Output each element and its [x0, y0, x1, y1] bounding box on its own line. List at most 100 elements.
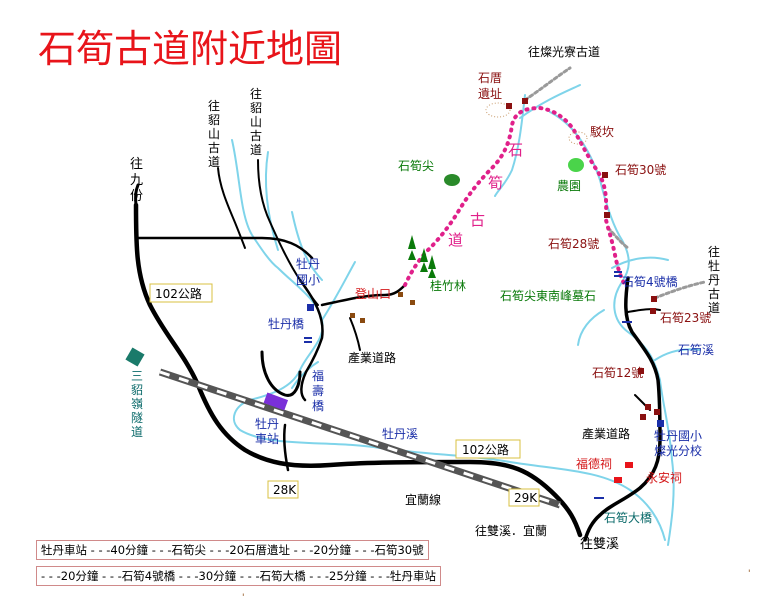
svg-text:古: 古: [208, 140, 220, 155]
road-28k-spur: [282, 423, 290, 472]
river-tributary-1: [264, 151, 279, 251]
svg-text:道: 道: [131, 425, 143, 439]
label-shisun23: 石筍23號: [660, 310, 711, 325]
svg-text:往: 往: [708, 244, 720, 259]
mudan-station-icon: [263, 392, 289, 411]
label-station-2: 車站: [255, 432, 279, 446]
trail-char-4: 道: [448, 231, 463, 249]
river-shisun-tributary-3: [577, 309, 605, 346]
label-branch-school-2: 燦光分校: [654, 443, 702, 458]
svg-text:份: 份: [130, 189, 143, 204]
svg-text:往: 往: [250, 86, 262, 101]
label-industry-road-left: 產業道路: [348, 350, 396, 365]
tunnel-portal-icon: [125, 347, 145, 367]
svg-text:隧: 隧: [131, 410, 143, 425]
house-markers: [506, 98, 660, 420]
bamboo-icons: [408, 235, 436, 278]
road102-right-box: [455, 439, 521, 459]
rivers: [231, 84, 701, 546]
label-guizhulin: 桂竹林: [430, 278, 466, 293]
shisun-trail: [403, 105, 627, 287]
bokan-area-icon: [568, 131, 588, 145]
svg-text:往: 往: [208, 98, 220, 113]
trail-char-1: 石: [508, 141, 523, 159]
label-shisun-jian: 石筍尖: [398, 158, 434, 173]
svg-text:貂: 貂: [208, 113, 220, 127]
svg-text:丹: 丹: [708, 273, 720, 287]
label-to-shuangxi-yilan: 往雙溪．宜蘭: [475, 523, 547, 538]
svg-text:山: 山: [250, 115, 262, 129]
svg-text:古: 古: [250, 128, 262, 143]
svg-text:道: 道: [708, 301, 720, 315]
svg-text:橋: 橋: [312, 399, 324, 413]
label-yongan-temple: 永安祠: [646, 470, 682, 485]
road-industry-left: [349, 317, 361, 351]
trail-to-canguang: [523, 66, 572, 102]
road-diaoshan-1: [217, 167, 246, 249]
label-shisun12: 石筍12號: [592, 365, 643, 380]
label-mudan-school-1: 牡丹: [296, 256, 320, 271]
svg-text:嶺: 嶺: [131, 397, 143, 411]
label-km28: 28K: [273, 483, 297, 497]
road-to-jiufen: [134, 183, 140, 207]
label-trailhead: 登山口: [355, 286, 391, 301]
road-trailhead: [320, 283, 407, 307]
svg-text:往: 往: [130, 157, 143, 172]
label-to-shuangxi: 往雙溪: [580, 537, 619, 552]
svg-text:': ': [748, 569, 750, 579]
ruins-area-icon: [485, 102, 511, 118]
legend-line-2: - - -20分鐘 - - -石筍4號橋 - - -30分鐘 - - -石筍大橋…: [36, 566, 442, 586]
road102-left-box: [149, 283, 213, 303]
road-102-main: [133, 202, 583, 538]
shisun-peak-icon: [444, 174, 460, 186]
roads: [133, 159, 662, 542]
mudan-school-icon: [307, 304, 314, 311]
label-mudan-school-2: 國小: [296, 273, 320, 287]
fude-temple-icon: [625, 462, 633, 468]
yongan-temple-icon: [614, 477, 622, 483]
label-mudan-bridge: 牡丹橋: [268, 316, 304, 331]
small-markers: [350, 292, 415, 323]
km29-box: [508, 488, 540, 507]
road-shisun-right: [583, 276, 662, 542]
svg-text:貂: 貂: [250, 101, 262, 115]
branch-school-icon: [657, 420, 664, 427]
label-shicuo-2: 遺址: [478, 86, 502, 101]
svg-text:': ': [242, 593, 244, 603]
label-shisun28: 石筍28號: [548, 236, 599, 251]
label-fude-temple: 福德祠: [576, 456, 612, 471]
bridge-markers: [304, 271, 632, 499]
label-yilan-line: 宜蘭線: [405, 492, 441, 507]
label-shisun-creek: 石筍溪: [678, 342, 714, 357]
trail-char-2: 筍: [488, 174, 503, 192]
label-shisun4-bridge: 石筍4號橋: [622, 274, 678, 289]
svg-text:古: 古: [708, 286, 720, 301]
road-school: [298, 278, 324, 402]
label-mudan-creek: 牡丹溪: [382, 426, 418, 441]
svg-text:壽: 壽: [312, 383, 324, 398]
trail-to-mudan: [653, 280, 707, 300]
river-tributary-4: [291, 361, 319, 389]
map-title: 石筍古道附近地圖: [38, 27, 342, 71]
label-shisun30: 石筍30號: [615, 162, 666, 177]
label-bokan: 駁坎: [590, 125, 614, 139]
label-road102-left: 102公路: [155, 286, 202, 301]
river-shisun-tributary-2: [654, 348, 701, 361]
river-tributary-3: [321, 261, 356, 321]
label-industry-road-right: 產業道路: [582, 426, 630, 441]
label-shisun-big-bridge: 石筍大橋: [604, 510, 652, 525]
svg-text:貂: 貂: [131, 383, 143, 397]
km28-box: [267, 480, 299, 499]
label-to-canguang: 往燦光寮古道: [528, 44, 600, 59]
svg-text:牡: 牡: [708, 258, 720, 273]
svg-text:福: 福: [312, 368, 324, 383]
river-shisun-tributary: [611, 256, 669, 269]
svg-text:道: 道: [250, 143, 262, 157]
road-shisun23-spur: [627, 308, 661, 313]
label-shicuo-1: 石厝: [478, 71, 502, 85]
svg-text:九: 九: [130, 173, 143, 188]
legend-line-1: 牡丹車站 - - -40分鐘 - - -石筍尖 - - -20石厝遺址 - - …: [36, 540, 429, 560]
